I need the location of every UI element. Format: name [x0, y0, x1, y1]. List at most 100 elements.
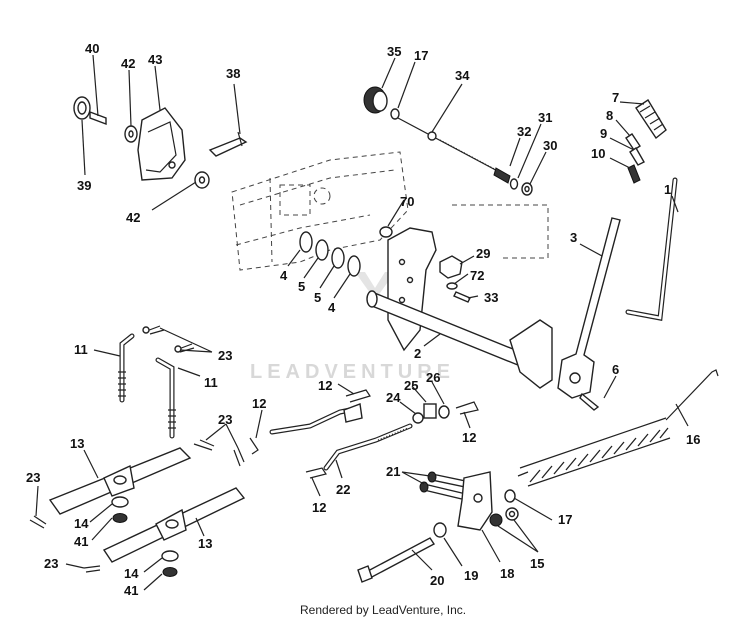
label-70: 70 [400, 194, 414, 209]
screw-33 [453, 291, 471, 303]
bolt-11b [155, 357, 176, 439]
washer-14b [161, 550, 179, 562]
label-5-b: 5 [314, 290, 321, 305]
housing-43 [137, 107, 186, 181]
label-42-lower: 42 [126, 210, 140, 225]
label-17-lower: 17 [558, 512, 572, 527]
label-5-a: 5 [298, 279, 305, 294]
bolt-6 [579, 392, 600, 411]
link-13a [48, 447, 192, 515]
label-18: 18 [500, 566, 514, 581]
label-11-a: 11 [74, 342, 88, 357]
pivot-24 [412, 412, 424, 424]
label-23-d: 23 [44, 556, 58, 571]
washer-4a [299, 231, 313, 253]
rod-1 [625, 177, 678, 321]
cotter-pin-23d [29, 515, 47, 529]
washer-5b [331, 247, 345, 269]
washer-31 [509, 178, 519, 190]
label-6: 6 [612, 362, 619, 377]
washer-70 [379, 226, 393, 238]
label-33: 33 [484, 290, 498, 305]
label-35: 35 [387, 44, 401, 59]
washer-19 [433, 522, 447, 538]
cotter-pin-23a [142, 325, 165, 335]
label-7: 7 [612, 90, 619, 105]
knob-35 [363, 86, 388, 114]
label-34: 34 [455, 68, 470, 83]
frame-outline [231, 151, 549, 271]
label-41-a: 41 [74, 534, 88, 549]
bracket-18 [457, 471, 493, 531]
label-38: 38 [226, 66, 240, 81]
label-16: 16 [686, 432, 700, 447]
label-32: 32 [517, 124, 531, 139]
label-22: 22 [336, 482, 350, 497]
label-31: 31 [538, 110, 552, 125]
link-13b [102, 487, 246, 563]
rod-22 [269, 403, 413, 471]
label-41-b: 41 [124, 583, 138, 598]
nuts-15 [489, 507, 519, 527]
clip-12a [345, 389, 371, 403]
label-12-a: 12 [318, 378, 332, 393]
washer-42-upper [124, 125, 138, 143]
lever-3 [557, 217, 621, 399]
label-14-a: 14 [74, 516, 89, 531]
label-15: 15 [530, 556, 544, 571]
washer-17-upper [390, 108, 400, 120]
washer-26 [438, 405, 450, 419]
threaded-rod-34 [397, 117, 506, 176]
clip-72 [446, 282, 458, 290]
pin-9 [629, 147, 645, 166]
label-14-b: 14 [124, 566, 139, 581]
callout-labels: 40 42 43 39 42 38 35 17 34 32 31 30 7 8 … [26, 41, 700, 598]
label-29: 29 [476, 246, 490, 261]
label-12-b: 12 [462, 430, 476, 445]
label-11-b: 11 [204, 375, 218, 390]
spring-32 [493, 167, 511, 184]
label-43: 43 [148, 52, 162, 67]
label-10: 10 [591, 146, 605, 161]
washer-14a [111, 496, 129, 508]
label-19: 19 [464, 568, 478, 583]
label-12-c: 12 [252, 396, 266, 411]
washer-17-lower [504, 489, 516, 503]
block-25 [423, 403, 437, 419]
label-24: 24 [386, 390, 401, 405]
label-40: 40 [85, 41, 99, 56]
watermark-text: LEADVENTURE [250, 361, 455, 383]
footer-credit: Rendered by LeadVenture, Inc. [300, 603, 466, 617]
label-3: 3 [570, 230, 577, 245]
leader-lines [35, 54, 689, 591]
label-12-d: 12 [312, 500, 326, 515]
clip-12c [249, 437, 259, 455]
grip-7 [635, 99, 667, 140]
watermark: LEADVENTURE [250, 272, 455, 383]
label-42-upper: 42 [121, 56, 135, 71]
nut-30 [521, 182, 533, 196]
clip-38 [208, 131, 248, 157]
pivot-29 [439, 255, 463, 279]
label-25: 25 [404, 378, 418, 393]
clip-12b [455, 401, 479, 415]
label-30: 30 [543, 138, 557, 153]
knob-39 [73, 96, 107, 126]
label-21: 21 [386, 464, 400, 479]
label-23-a: 23 [218, 348, 232, 363]
washer-42-lower [194, 171, 210, 189]
label-20: 20 [430, 573, 444, 588]
label-26: 26 [426, 370, 440, 385]
label-13-a: 13 [70, 436, 84, 451]
cotter-pin-23e [83, 565, 101, 573]
washer-5a [315, 239, 329, 261]
shaft-2 [366, 227, 553, 389]
washer-4b [347, 255, 361, 277]
label-8: 8 [606, 108, 613, 123]
label-23-c: 23 [26, 470, 40, 485]
spring-10 [627, 164, 641, 184]
label-17-upper: 17 [414, 48, 428, 63]
label-2: 2 [414, 346, 421, 361]
